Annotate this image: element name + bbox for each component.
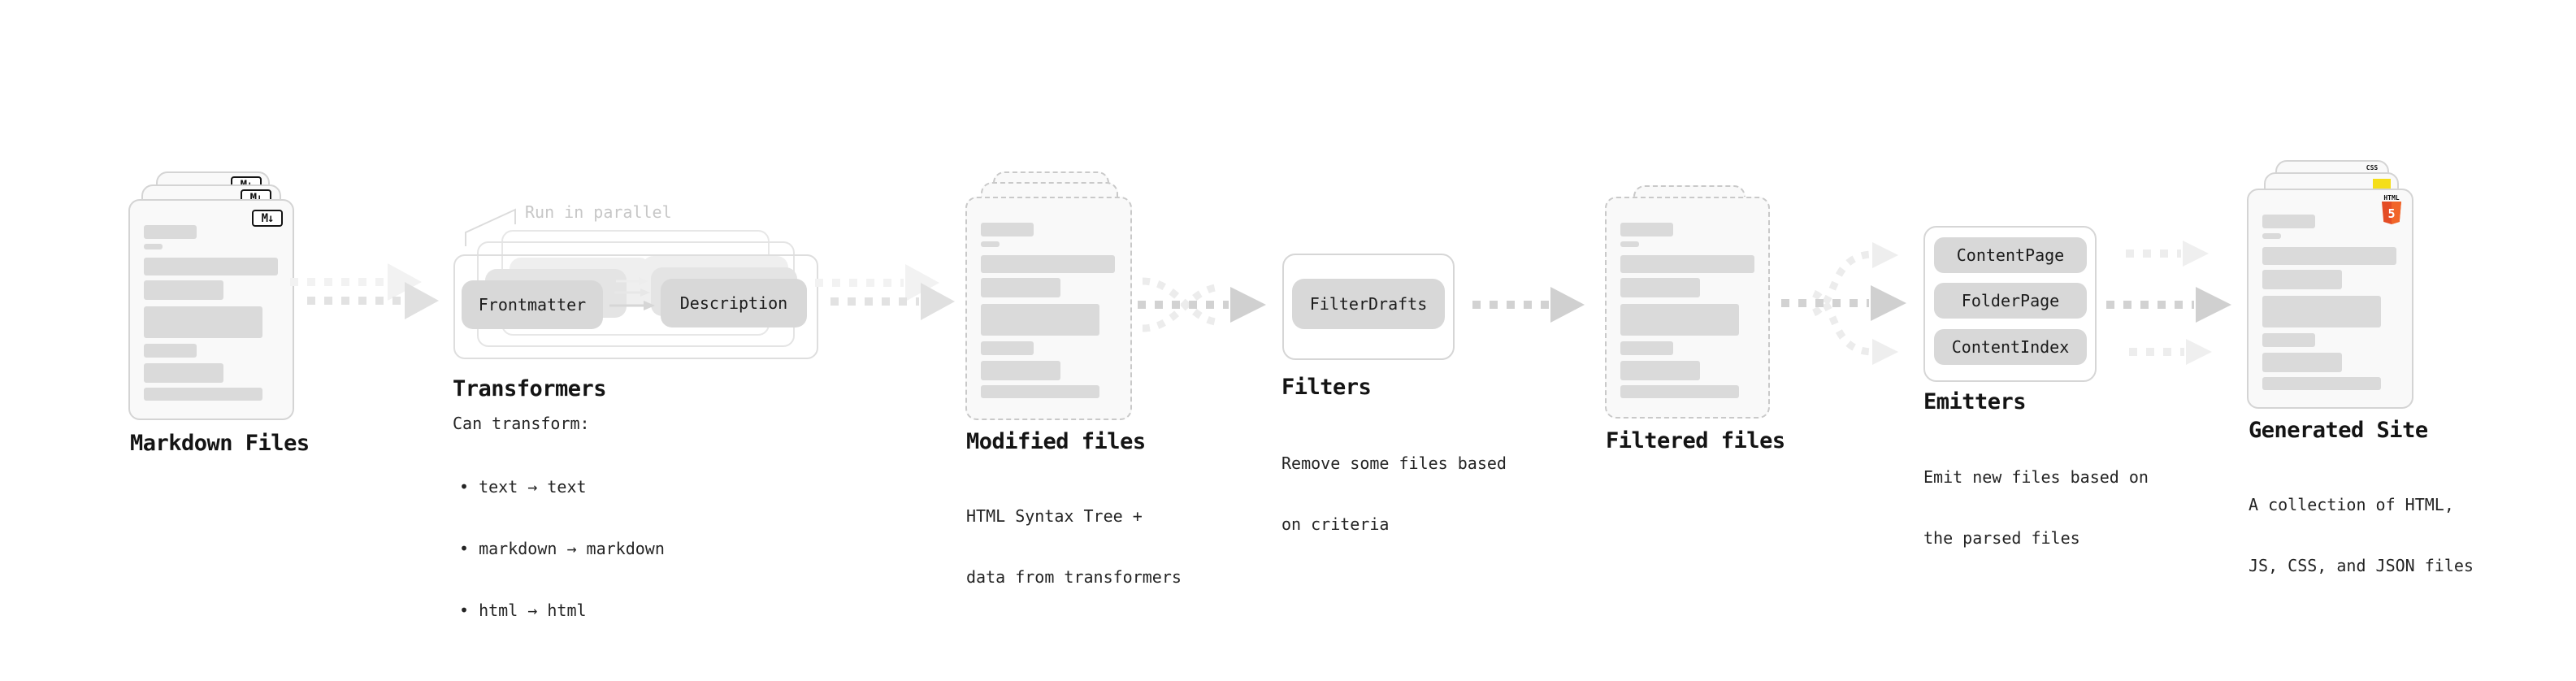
html5-icon-label: HTML bbox=[2383, 194, 2400, 202]
markdown-icon-label: M↓ bbox=[261, 211, 275, 225]
folderpage-node: FolderPage bbox=[1934, 283, 2087, 319]
doc-skeleton-bars bbox=[144, 223, 279, 410]
javascript-icon bbox=[2373, 179, 2391, 189]
filtered-doc-card-front bbox=[1605, 197, 1770, 419]
html5-icon-number: 5 bbox=[2387, 206, 2395, 221]
emitters-desc: Emit new files based on the parsed files bbox=[1923, 427, 2149, 589]
arrow-filtered-to-emitters bbox=[1781, 242, 1906, 365]
filters-desc: Remove some files based on criteria bbox=[1281, 413, 1507, 575]
contentindex-node-label: ContentIndex bbox=[1951, 337, 2070, 357]
contentpage-node-label: ContentPage bbox=[1956, 245, 2065, 265]
arrow-emitters-to-generated bbox=[2106, 241, 2231, 365]
generated-site-title: Generated Site bbox=[2249, 418, 2428, 443]
emitters-title: Emitters bbox=[1923, 389, 2027, 414]
bullet-item: • markdown → markdown bbox=[459, 539, 665, 558]
transformers-layer-front bbox=[453, 254, 818, 359]
bullet-item: • text → text bbox=[459, 477, 587, 497]
html5-icon: HTML 5 bbox=[2381, 194, 2402, 224]
arrow-filters-to-filtered bbox=[1472, 287, 1585, 323]
transformers-desc-heading: Can transform: bbox=[453, 414, 590, 433]
generated-doc-card-front: HTML 5 bbox=[2247, 189, 2413, 409]
filterdrafts-node-label: FilterDrafts bbox=[1309, 294, 1428, 314]
desc-line: the parsed files bbox=[1923, 528, 2080, 548]
filtered-files-title: Filtered files bbox=[1606, 428, 1785, 453]
arrow-transformers-to-modified-ghost bbox=[815, 264, 939, 301]
desc-line: data from transformers bbox=[966, 567, 1182, 587]
desc-line: on criteria bbox=[1281, 514, 1390, 534]
arrow-transformers-to-modified bbox=[830, 283, 955, 320]
arrow-markdown-to-transformers-ghost bbox=[290, 263, 422, 301]
desc-line: Remove some files based bbox=[1281, 453, 1507, 473]
contentindex-node: ContentIndex bbox=[1934, 329, 2087, 365]
transformers-bullets: • text → text • markdown → markdown • ht… bbox=[459, 436, 665, 662]
bullet-item: • html → html bbox=[459, 601, 587, 620]
filters-title: Filters bbox=[1281, 375, 1372, 400]
markdown-icon: M↓ bbox=[252, 210, 283, 227]
desc-line: JS, CSS, and JSON files bbox=[2249, 556, 2474, 575]
desc-line: A collection of HTML, bbox=[2249, 495, 2454, 514]
filterdrafts-node: FilterDrafts bbox=[1292, 279, 1445, 329]
generated-site-desc: A collection of HTML, JS, CSS, and JSON … bbox=[2249, 454, 2474, 617]
contentpage-node: ContentPage bbox=[1934, 237, 2087, 273]
transformers-title: Transformers bbox=[453, 376, 607, 401]
markdown-files-title: Markdown Files bbox=[130, 431, 310, 456]
frontmatter-node: Frontmatter bbox=[462, 280, 603, 329]
doc-skeleton-bars bbox=[981, 221, 1117, 410]
description-node: Description bbox=[661, 279, 807, 327]
css-icon-label: CSS bbox=[2366, 164, 2379, 171]
arrow-modified-to-filters bbox=[1138, 277, 1266, 332]
doc-skeleton-bars bbox=[2262, 213, 2398, 399]
modified-doc-card-front bbox=[965, 197, 1132, 420]
folderpage-node-label: FolderPage bbox=[1961, 291, 2060, 310]
arrow-markdown-to-transformers bbox=[307, 282, 439, 319]
description-node-label: Description bbox=[679, 293, 788, 313]
run-in-parallel-label: Run in parallel bbox=[525, 202, 672, 222]
modified-files-desc: HTML Syntax Tree + data from transformer… bbox=[966, 466, 1182, 628]
desc-line: Emit new files based on bbox=[1923, 467, 2149, 487]
frontmatter-node-label: Frontmatter bbox=[478, 295, 587, 314]
modified-files-title: Modified files bbox=[966, 429, 1146, 454]
doc-skeleton-bars bbox=[1620, 221, 1754, 409]
html5-shield: 5 bbox=[2382, 202, 2401, 224]
markdown-doc-card-front: M↓ bbox=[128, 199, 294, 420]
desc-line: HTML Syntax Tree + bbox=[966, 506, 1143, 526]
